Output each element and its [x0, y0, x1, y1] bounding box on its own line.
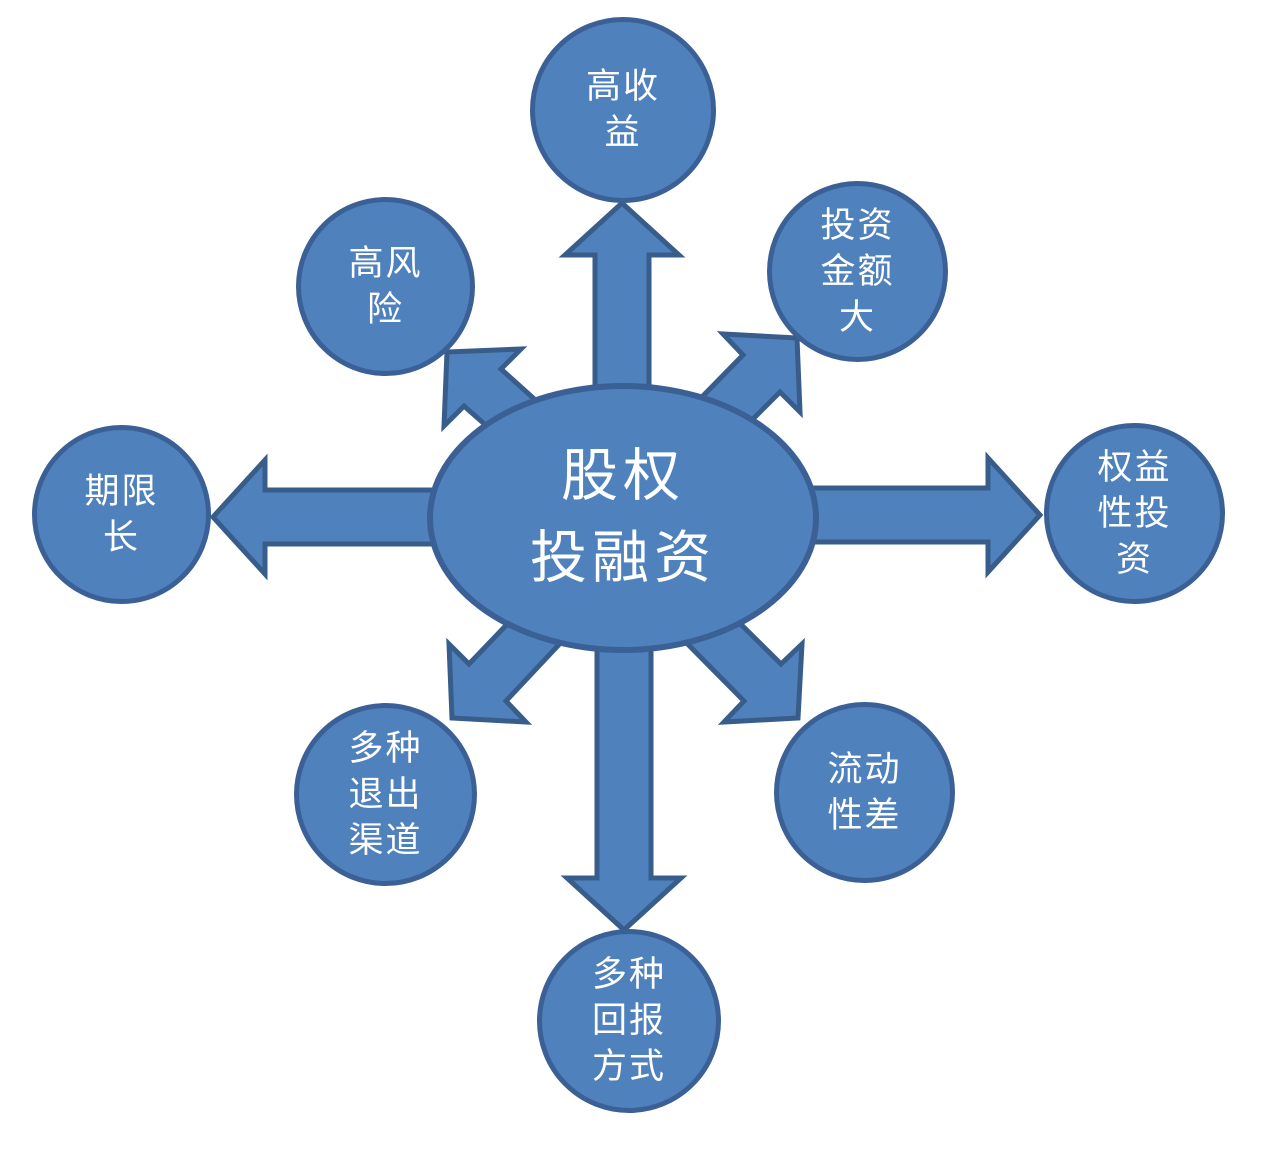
- node-label-line: 性差: [827, 795, 902, 835]
- node-center-equity-investment-financing: 股权 投融资: [427, 383, 819, 653]
- center-label-line: 股权: [561, 445, 685, 508]
- node-label-line: 性投: [1097, 493, 1172, 533]
- node-label-line: 险: [366, 289, 404, 329]
- node-label-line: 资: [1115, 539, 1153, 579]
- node-multiple-return-methods: 多种 回报 方式: [537, 929, 721, 1113]
- node-label-line: 退出: [348, 774, 423, 814]
- node-high-risk: 高风 险: [296, 197, 475, 376]
- node-label-line: 权益: [1097, 447, 1172, 487]
- node-label-line: 流动: [827, 749, 902, 789]
- node-multiple-exit-channels: 多种 退出 渠道: [294, 703, 477, 886]
- center-label-line: 投融资: [530, 527, 716, 590]
- node-large-investment-amount: 投资 金额 大: [767, 181, 948, 362]
- node-equity-type-investment: 权益 性投 资: [1044, 423, 1225, 604]
- node-label-line: 高风: [348, 243, 423, 283]
- node-high-return: 高收 益: [530, 17, 716, 203]
- node-label-line: 回报: [591, 1001, 666, 1040]
- node-label-line: 益: [604, 113, 642, 152]
- node-label-line: 金额: [820, 251, 895, 291]
- node-label-line: 高收: [585, 67, 660, 106]
- node-label-line: 方式: [591, 1047, 666, 1086]
- node-label-line: 多种: [348, 728, 423, 768]
- node-label-line: 长: [102, 517, 140, 557]
- node-label-line: 期限: [84, 471, 159, 511]
- node-label-line: 投资: [820, 205, 895, 245]
- node-long-term: 期限 长: [32, 425, 211, 604]
- node-label-line: 大: [838, 297, 876, 337]
- node-poor-liquidity: 流动 性差: [774, 702, 955, 883]
- node-label-line: 多种: [591, 955, 666, 994]
- node-label-line: 渠道: [348, 820, 423, 860]
